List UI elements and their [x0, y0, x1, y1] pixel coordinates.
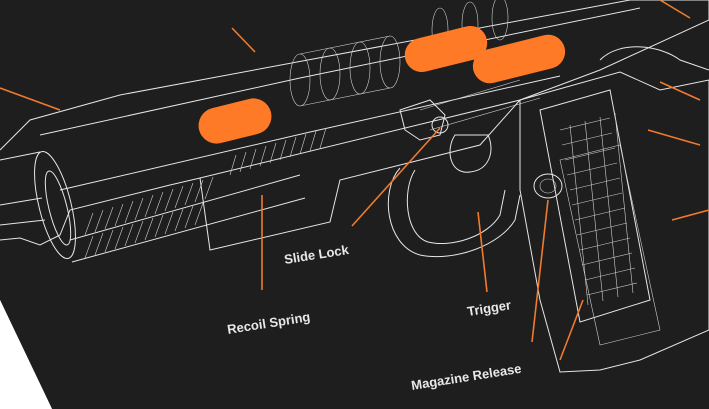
dark-panel	[0, 0, 709, 409]
pistol-exploded-diagram: Slide Lock Recoil Spring Trigger Magazin…	[0, 0, 709, 409]
diagram-stage: Slide Lock Recoil Spring Trigger Magazin…	[0, 0, 709, 409]
